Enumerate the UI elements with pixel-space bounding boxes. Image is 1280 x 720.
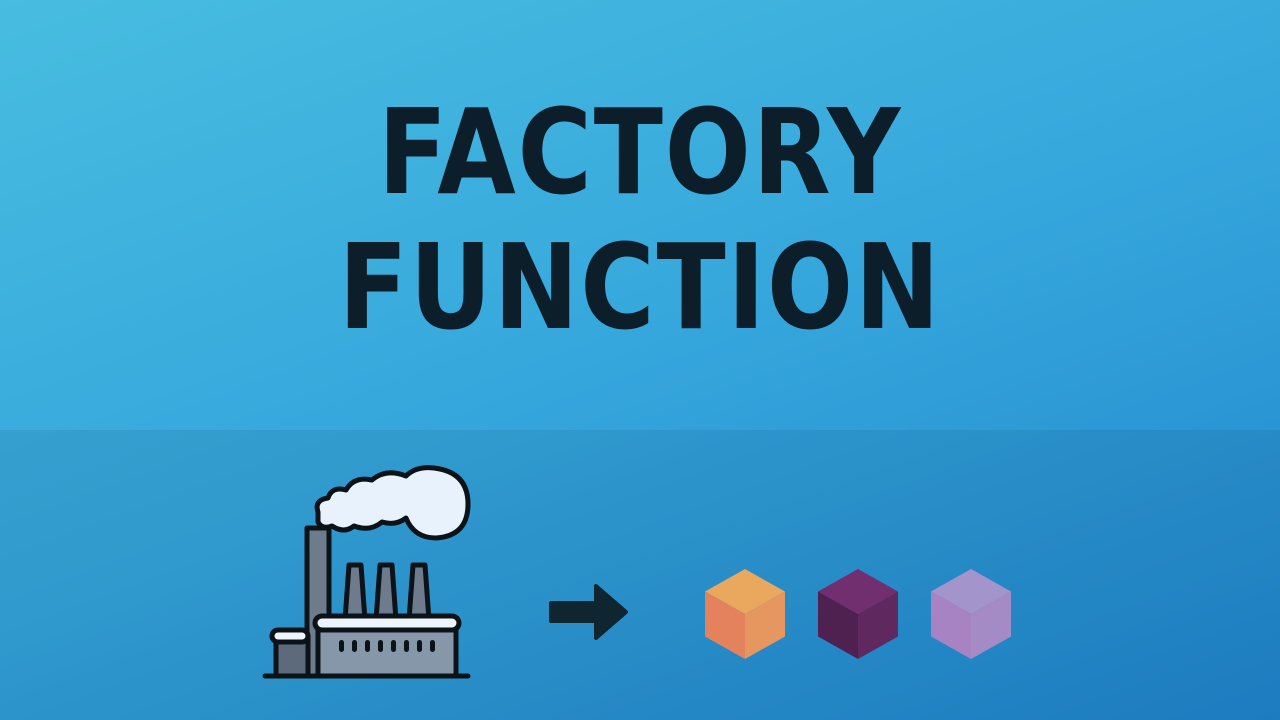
title-line-2: FUNCTION	[338, 218, 942, 356]
cube-icon	[818, 569, 898, 659]
cube-face-right	[745, 591, 785, 659]
cube-icon	[931, 569, 1011, 659]
cube-face-left	[818, 591, 858, 659]
arrow-right-icon	[549, 584, 628, 640]
cube-icon	[705, 569, 785, 659]
bottom-band	[0, 430, 1280, 720]
cube-face-right	[858, 591, 898, 659]
factory-windows	[339, 640, 435, 652]
title-line-1: FACTORY	[377, 83, 903, 221]
cube-face-left	[705, 591, 745, 659]
cube-face-left	[931, 591, 971, 659]
cube-face-right	[971, 591, 1011, 659]
